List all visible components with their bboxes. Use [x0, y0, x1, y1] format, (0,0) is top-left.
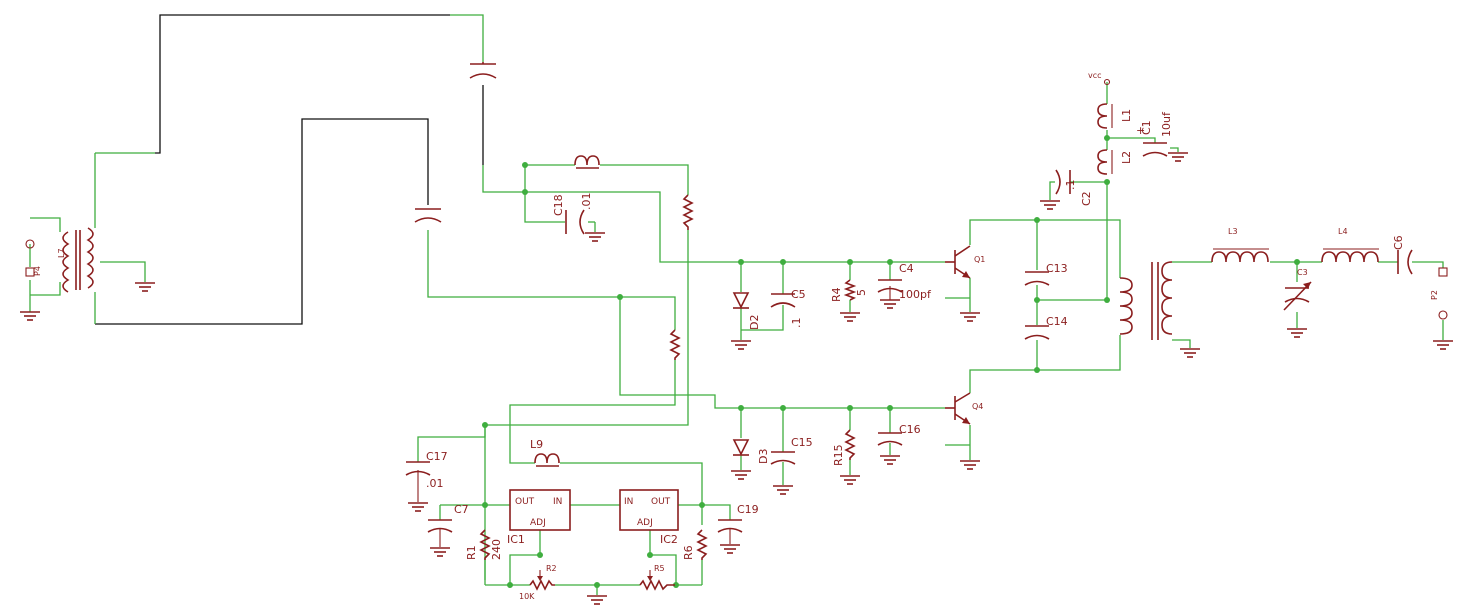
antenna-loop-wires [95, 14, 484, 325]
label-r1: R1 [465, 545, 478, 560]
diode-d2 [732, 292, 750, 309]
ground-symbols [20, 152, 1453, 605]
capacitor-c18 [565, 209, 585, 235]
capacitor-top-tuning [469, 62, 497, 79]
capacitor-c16 [877, 432, 903, 446]
ic1-pin-out: OUT [515, 497, 535, 507]
label-c3: C3 [1297, 268, 1308, 277]
inductor-l4 [1321, 248, 1379, 263]
ic1-pin-adj: ADJ [530, 518, 546, 528]
resistor-lower-bias [669, 329, 681, 360]
label-l4: L4 [1338, 227, 1348, 236]
transformer-l7 [62, 227, 94, 293]
label-c16: C16 [899, 423, 921, 436]
label-c4: C4 [899, 262, 914, 275]
resistor-top-bias [682, 194, 694, 230]
label-r2-value: 10K [519, 592, 535, 601]
diode-d3 [732, 439, 750, 456]
capacitor-c14 [1024, 325, 1050, 340]
label-c5: C5 [791, 288, 806, 301]
label-c18-value: .01 [580, 193, 593, 211]
label-c5-value: .1 [790, 318, 803, 329]
regulator-ic1 [509, 489, 571, 531]
label-r4-value: 5 [855, 289, 868, 296]
label-l1: L1 [1120, 109, 1133, 122]
label-p4: P4 [33, 266, 42, 276]
potentiometer-r2 [529, 570, 555, 591]
capacitor-c1 [1142, 142, 1168, 157]
label-d3: D3 [757, 449, 770, 464]
connector-p4 [25, 239, 35, 277]
capacitor-c17 [405, 461, 431, 502]
capacitor-c15 [770, 451, 796, 465]
label-c4-value: 100pf [899, 288, 932, 301]
ic2-pin-in: IN [624, 497, 633, 507]
label-ic1: IC1 [507, 533, 525, 546]
label-l2: L2 [1120, 151, 1133, 164]
label-c1-value: 10uf [1160, 111, 1173, 137]
inductor-top-choke [574, 155, 600, 169]
label-r1-value: 240 [490, 539, 503, 560]
capacitor-c13 [1024, 271, 1050, 286]
label-c13: C13 [1046, 262, 1068, 275]
label-vcc: vcc [1088, 71, 1102, 80]
junction-dots [482, 135, 1300, 588]
resistor-r15 [844, 429, 856, 460]
label-c1: C1 [1140, 120, 1153, 135]
label-r4: R4 [830, 287, 843, 302]
label-c2: C2 [1080, 191, 1093, 206]
label-r5: R5 [654, 564, 665, 573]
label-r15: R15 [832, 444, 845, 466]
transformer-output [1119, 261, 1173, 340]
label-c19: C19 [737, 503, 759, 516]
connector-p2 [1438, 267, 1448, 320]
inductor-l9 [534, 453, 560, 467]
regulator-ic2 [619, 489, 679, 531]
label-c14: C14 [1046, 315, 1068, 328]
label-l9: L9 [530, 438, 543, 451]
label-q4: Q4 [972, 402, 983, 411]
resistor-r6 [696, 529, 708, 560]
label-d2: D2 [748, 315, 761, 330]
resistor-r1 [479, 529, 491, 560]
label-c2-value: .1 [1064, 180, 1077, 191]
potentiometer-r5 [639, 570, 675, 591]
capacitor-c2 [1055, 169, 1071, 195]
label-ic2: IC2 [660, 533, 678, 546]
ic2-pin-out: OUT [651, 497, 671, 507]
transistor-q4 [945, 392, 971, 425]
label-c7: C7 [454, 503, 469, 516]
transistor-q1 [945, 245, 971, 279]
capacitor-c5 [770, 293, 796, 308]
inductor-l3 [1211, 248, 1269, 263]
capacitor-c19 [717, 519, 743, 544]
label-l7: L7 [57, 248, 66, 258]
inductor-l1 [1097, 103, 1113, 129]
capacitor-c6 [1397, 249, 1413, 275]
label-c17: C17 [426, 450, 448, 463]
label-c17-value: .01 [426, 477, 444, 490]
label-c1-plus: + [1136, 124, 1145, 137]
label-c6: C6 [1392, 235, 1405, 250]
label-c18: C18 [552, 194, 565, 216]
ic2-pin-adj: ADJ [637, 518, 653, 528]
ic1-pin-in: IN [553, 497, 562, 507]
capacitor-c4 [877, 279, 903, 300]
label-l3: L3 [1228, 227, 1238, 236]
capacitor-left-tuning [414, 208, 442, 223]
label-c15: C15 [791, 436, 813, 449]
label-p2: P2 [1430, 290, 1439, 300]
capacitor-c3-variable [1283, 281, 1312, 311]
label-q1: Q1 [974, 255, 985, 264]
capacitor-c7 [427, 519, 453, 547]
label-r6: R6 [682, 545, 695, 560]
label-r2: R2 [546, 564, 557, 573]
resistor-r4 [843, 279, 857, 301]
inductor-l2 [1097, 149, 1113, 175]
